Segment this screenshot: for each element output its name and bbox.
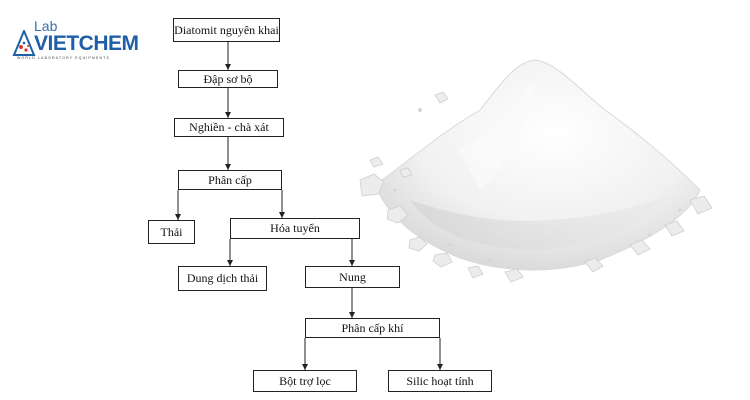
white-powder-pile-icon: [359, 59, 713, 283]
flask-molecule-icon: [12, 30, 36, 56]
logo-lab-text: Lab: [34, 18, 58, 34]
box-grinding-scrubbing: Nghiền - chà xát: [174, 118, 284, 137]
box-raw-diatomite: Diatomit nguyên khai: [173, 18, 280, 42]
box-waste: Thải: [148, 220, 195, 244]
box-activated-silica: Silic hoạt tính: [388, 370, 492, 392]
box-filter-aid-powder: Bột trợ lọc: [253, 370, 357, 392]
vietchem-logo: Lab VIETCHEM WORLD LABORATORY EQUIPMENTS: [12, 18, 142, 68]
box-pre-crushing: Đập sơ bộ: [178, 70, 278, 88]
box-calcination: Nung: [305, 266, 400, 288]
box-classification: Phân cấp: [178, 170, 282, 190]
logo-tagline: WORLD LABORATORY EQUIPMENTS: [17, 56, 110, 60]
logo-brand-text: VIETCHEM: [34, 32, 139, 55]
box-chemical-flotation: Hóa tuyển: [230, 218, 360, 239]
box-air-classification: Phân cấp khí: [305, 318, 440, 338]
box-waste-solution: Dung dịch thải: [178, 266, 267, 291]
